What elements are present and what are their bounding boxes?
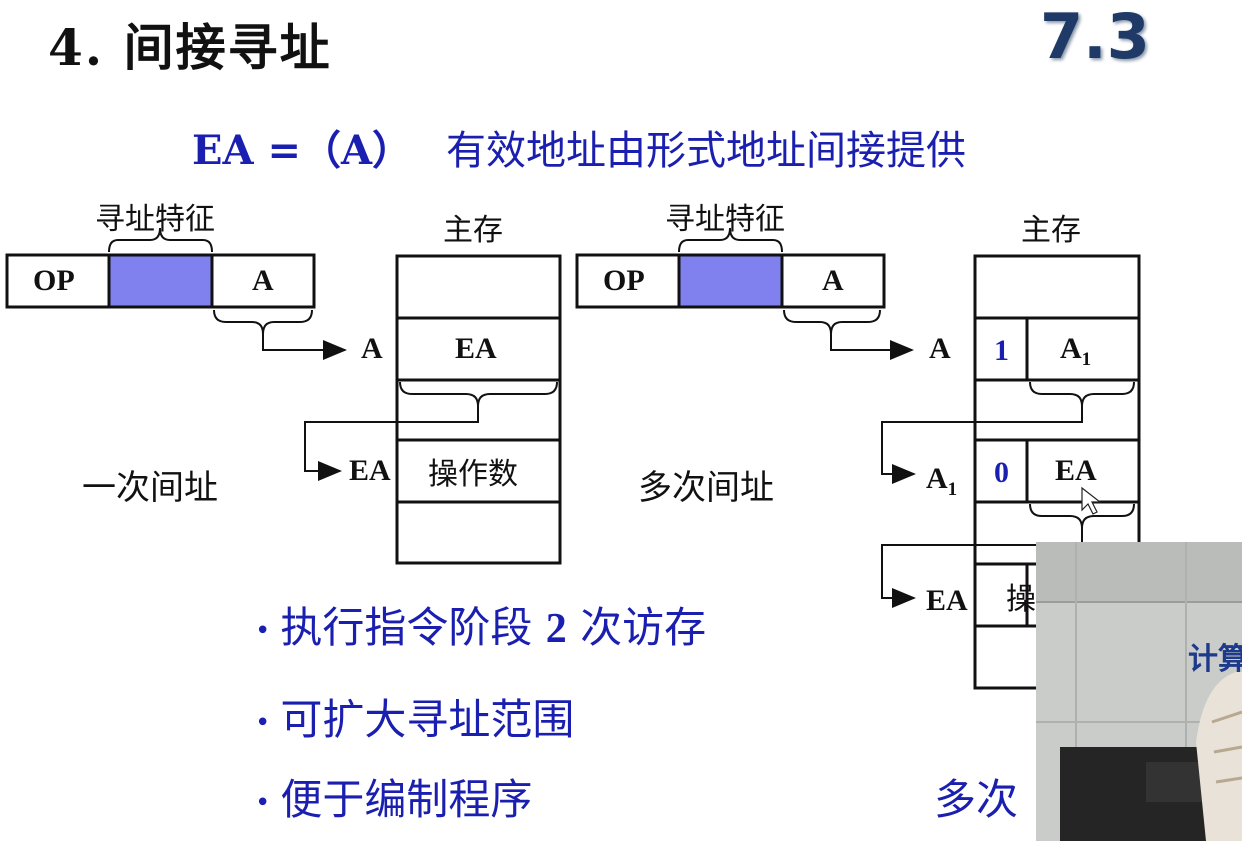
bullet-dot-icon: • — [255, 788, 271, 818]
slide-title: 4. 间接寻址 — [48, 18, 332, 77]
left-feature-field — [107, 253, 214, 309]
right-op-text: OP — [603, 264, 645, 297]
formula-desc: 有效地址由形式地址间接提供 — [446, 128, 966, 174]
right-row-addr-A: A — [929, 332, 951, 365]
left-addr-brace — [213, 309, 313, 335]
bullet-item-3: •便于编制程序 — [255, 775, 533, 824]
right-row-addr-A1: A1 — [926, 462, 958, 500]
left-feature-brace — [108, 227, 213, 253]
bullet-dot-icon: • — [255, 708, 271, 738]
left-addr-field — [210, 253, 316, 309]
bullet-item-2: •可扩大寻址范围 — [255, 695, 575, 744]
left-cell-operand: 操作数 — [428, 457, 518, 492]
left-cell-EA: EA — [455, 332, 497, 365]
right-row-addr-EA: EA — [926, 584, 968, 617]
right-flag-0: 0 — [994, 456, 1009, 489]
left-memory-label: 主存 — [443, 213, 503, 248]
right-cell-operand: 操 — [1006, 582, 1036, 617]
left-a-text: A — [252, 264, 274, 297]
right-addr-field — [780, 253, 886, 309]
left-feature-label: 寻址特征 — [95, 202, 215, 237]
lecturer-video-overlay: 计算 — [1036, 542, 1242, 841]
left-op-text: OP — [33, 264, 75, 297]
left-caption: 一次间址 — [82, 468, 218, 508]
left-row-addr-EA: EA — [349, 454, 391, 487]
right-op-field — [575, 253, 681, 309]
right-flag-1: 1 — [994, 334, 1009, 367]
right-arrow-A — [830, 334, 914, 360]
left-row-addr-A: A — [361, 332, 383, 365]
right-feature-brace — [678, 227, 783, 253]
bullet-item-1: •执行指令阶段 2 次访存 — [255, 603, 707, 652]
right-memory-label: 主存 — [1021, 213, 1081, 248]
left-op-field — [5, 253, 111, 309]
section-number: 7.3 — [1040, 0, 1150, 73]
right-a-text: A — [822, 264, 844, 297]
mouse-cursor-icon — [1081, 486, 1102, 515]
video-scene — [1036, 542, 1242, 841]
left-arrow-EA — [304, 406, 479, 481]
formula-expr: EA =（A） — [192, 127, 412, 174]
left-arrow-A — [262, 334, 347, 360]
right-cell-A1: A1 — [1060, 332, 1092, 370]
right-cell-EA: EA — [1055, 454, 1097, 487]
right-feature-label: 寻址特征 — [665, 202, 785, 237]
right-arrow-EA — [881, 528, 1083, 608]
right-caption: 多次间址 — [638, 468, 774, 508]
bullet-dot-icon: • — [255, 616, 271, 646]
bullet-item-4-partial: 多次 — [934, 775, 1019, 824]
right-addr-brace — [783, 309, 881, 335]
video-sign-text: 计算 — [1188, 642, 1242, 677]
formula-line: EA =（A） 有效地址由形式地址间接提供 — [192, 118, 966, 176]
right-feature-field — [677, 253, 784, 309]
right-arrow-A1 — [881, 406, 1083, 484]
